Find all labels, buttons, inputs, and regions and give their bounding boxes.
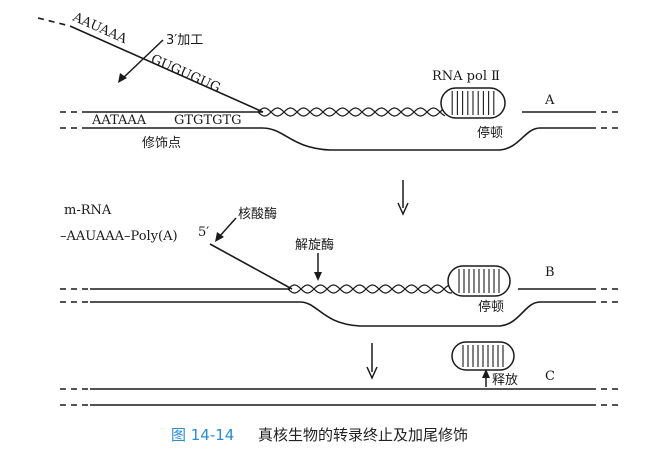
panel-c-letter: C (545, 369, 555, 384)
panel-b-hybrid-helix-1 (287, 284, 453, 294)
mrna-label: m-RNA (64, 203, 112, 218)
panel-c-rna-pol-ii (451, 341, 515, 371)
polymerase-stripes (458, 269, 500, 293)
panel-a: AAUAAA GUGUGUG 3′加工 AATAAA GTGTGTG 修饰点 R… (37, 10, 620, 151)
processing-label: 3′加工 (166, 33, 203, 48)
five-prime-label: 5′ (198, 225, 209, 240)
figure-caption: 图 14-14 真核生物的转录终止及加尾修饰 (171, 426, 468, 444)
modification-site-label: 修饰点 (142, 136, 181, 151)
rna-gu-rich-sequence: GUGUGUG (148, 52, 222, 96)
nuclease-label: 核酸酶 (238, 206, 277, 222)
rna-polya-signal: AAUAAA (69, 10, 129, 48)
helicase-arrowhead (314, 272, 322, 281)
release-label: 释放 (492, 373, 518, 388)
panel-b-pause-label: 停顿 (478, 299, 504, 315)
mrna-sequence: –AAUAAA–Poly(A) (60, 229, 178, 244)
panel-a-bottom-strand-bubble (88, 127, 590, 151)
step-arrowhead (366, 366, 378, 380)
nuclease-arrow (218, 217, 237, 238)
release-arrowhead (482, 369, 490, 378)
panel-a-letter: A (544, 93, 555, 108)
panel-b-hybrid-helix-2 (287, 284, 453, 294)
caption-number: 图 14-14 (171, 426, 234, 444)
panel-c: 释放 C (60, 341, 620, 406)
panel-a-rna-strand (69, 25, 264, 113)
processing-arrowhead (118, 73, 127, 83)
panel-b-letter: B (545, 265, 555, 280)
panel-b: m-RNA –AAUAAA–Poly(A) 5′ 核酸酶 解旋酶 停顿 B (60, 203, 620, 327)
panel-a-rna-dashes (37, 17, 71, 27)
dna-polya-signal: AATAAA (91, 113, 147, 128)
polymerase-label: RNA pol Ⅱ (432, 69, 500, 84)
step-arrowhead (397, 202, 409, 216)
step-arrow-a-to-b (397, 180, 409, 216)
panel-b-bottom-strand-bubble (90, 301, 590, 327)
panel-a-rna-pol-ii (440, 87, 506, 119)
polymerase-stripes (451, 91, 495, 115)
helicase-label: 解旋酶 (295, 237, 334, 253)
caption-text: 真核生物的转录终止及加尾修饰 (258, 426, 468, 444)
panel-b-rna-tail (209, 243, 293, 290)
panel-a-hybrid-helix-2 (257, 107, 446, 117)
processing-arrow (121, 39, 164, 80)
dna-gt-rich-sequence: GTGTGTG (174, 113, 242, 128)
polymerase-stripes (462, 345, 504, 367)
panel-a-pause-label: 停顿 (477, 125, 503, 141)
panel-b-rna-pol-ii (447, 265, 511, 297)
step-arrow-b-to-c (366, 343, 378, 380)
nuclease-arrowhead (215, 232, 224, 242)
